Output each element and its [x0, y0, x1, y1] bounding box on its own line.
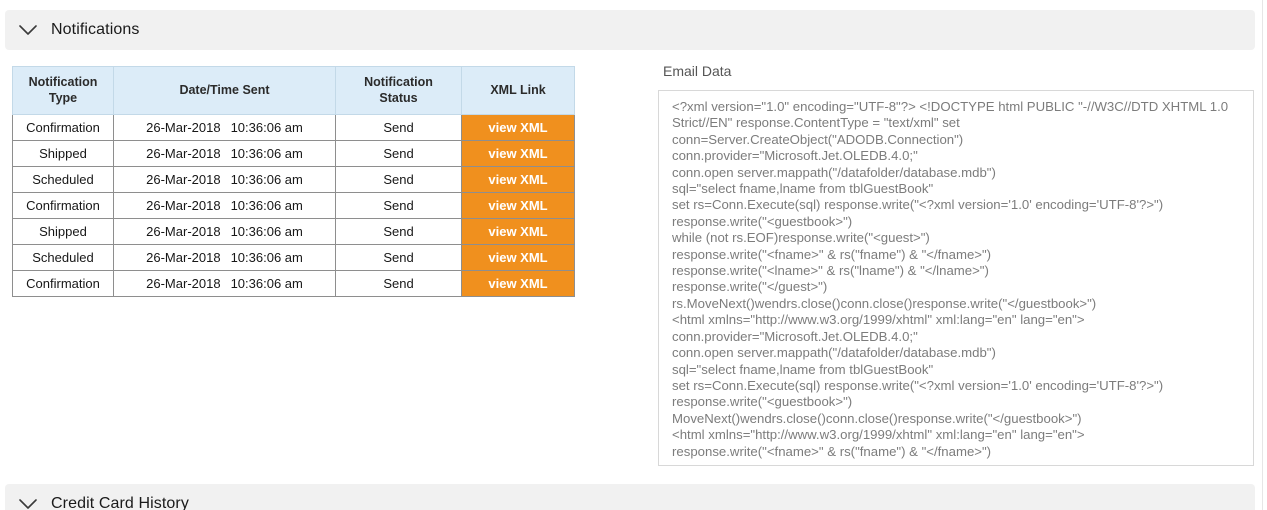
view-xml-button[interactable]: view XML — [462, 115, 574, 140]
cell-datetime-sent: 26-Mar-2018 10:36:06 am — [113, 244, 336, 271]
view-xml-button[interactable]: view XML — [462, 245, 574, 270]
cell-xml-link: view XML — [461, 218, 575, 245]
view-xml-button[interactable]: view XML — [462, 167, 574, 192]
table-row: Confirmation 26-Mar-2018 10:36:06 am Send… — [12, 270, 575, 297]
cell-notification-type: Scheduled — [12, 166, 114, 193]
column-header-notification-status: Notification Status — [335, 66, 462, 115]
column-header-line-1: Notification — [364, 74, 433, 89]
cell-xml-link: view XML — [461, 140, 575, 167]
column-header-datetime-sent: Date/Time Sent — [113, 66, 336, 115]
cell-notification-type: Confirmation — [12, 192, 114, 219]
cell-date: 26-Mar-2018 — [146, 172, 221, 187]
cell-datetime-sent: 26-Mar-2018 10:36:06 am — [113, 114, 336, 141]
cell-date: 26-Mar-2018 — [146, 250, 221, 265]
cell-time: 10:36:06 am — [230, 276, 303, 291]
email-data-label: Email Data — [663, 63, 732, 79]
cell-notification-status: Send — [335, 244, 462, 271]
cell-date: 26-Mar-2018 — [146, 198, 221, 213]
section-header-notifications[interactable]: Notifications — [5, 10, 1255, 50]
column-header-line-2: Status — [379, 90, 418, 105]
cell-notification-type: Shipped — [12, 140, 114, 167]
notifications-table-body: Confirmation 26-Mar-2018 10:36:06 am Send… — [12, 114, 575, 297]
cell-notification-status: Send — [335, 192, 462, 219]
cell-date: 26-Mar-2018 — [146, 276, 221, 291]
column-header-line-2: Type — [48, 90, 78, 105]
cell-time: 10:36:06 am — [230, 224, 303, 239]
cell-datetime-sent: 26-Mar-2018 10:36:06 am — [113, 166, 336, 193]
cell-notification-type: Scheduled — [12, 244, 114, 271]
cell-xml-link: view XML — [461, 244, 575, 271]
cell-xml-link: view XML — [461, 192, 575, 219]
section-title-notifications: Notifications — [51, 21, 140, 38]
cell-notification-status: Send — [335, 270, 462, 297]
cell-date: 26-Mar-2018 — [146, 120, 221, 135]
chevron-down-icon[interactable] — [5, 498, 51, 510]
cell-datetime-sent: 26-Mar-2018 10:36:06 am — [113, 218, 336, 245]
cell-notification-type: Confirmation — [12, 270, 114, 297]
cell-time: 10:36:06 am — [230, 250, 303, 265]
cell-time: 10:36:06 am — [230, 120, 303, 135]
cell-notification-type: Shipped — [12, 218, 114, 245]
cell-time: 10:36:06 am — [230, 172, 303, 187]
cell-notification-status: Send — [335, 114, 462, 141]
cell-xml-link: view XML — [461, 166, 575, 193]
chevron-down-icon[interactable] — [5, 24, 51, 36]
table-row: Confirmation 26-Mar-2018 10:36:06 am Send… — [12, 192, 575, 219]
notifications-table: Notification Type Date/Time Sent Notific… — [12, 66, 575, 297]
cell-notification-status: Send — [335, 166, 462, 193]
email-data-box[interactable]: <?xml version="1.0" encoding="UTF-8"?> <… — [658, 90, 1254, 466]
table-row: Scheduled 26-Mar-2018 10:36:06 am Send vi… — [12, 244, 575, 271]
cell-notification-type: Confirmation — [12, 114, 114, 141]
cell-notification-status: Send — [335, 140, 462, 167]
section-title-credit-card-history: Credit Card History — [51, 495, 189, 510]
cell-datetime-sent: 26-Mar-2018 10:36:06 am — [113, 270, 336, 297]
view-xml-button[interactable]: view XML — [462, 141, 574, 166]
view-xml-button[interactable]: view XML — [462, 271, 574, 296]
table-row: Scheduled 26-Mar-2018 10:36:06 am Send vi… — [12, 166, 575, 193]
table-row: Confirmation 26-Mar-2018 10:36:06 am Send… — [12, 114, 575, 141]
table-header-row: Notification Type Date/Time Sent Notific… — [12, 66, 575, 115]
cell-xml-link: view XML — [461, 114, 575, 141]
cell-date: 26-Mar-2018 — [146, 224, 221, 239]
cell-date: 26-Mar-2018 — [146, 146, 221, 161]
cell-time: 10:36:06 am — [230, 198, 303, 213]
column-header-notification-type: Notification Type — [12, 66, 114, 115]
cell-datetime-sent: 26-Mar-2018 10:36:06 am — [113, 192, 336, 219]
view-xml-button[interactable]: view XML — [462, 219, 574, 244]
notifications-table-wrap: Notification Type Date/Time Sent Notific… — [12, 66, 575, 297]
page-right-border — [1262, 0, 1263, 510]
view-xml-button[interactable]: view XML — [462, 193, 574, 218]
table-row: Shipped 26-Mar-2018 10:36:06 am Send view… — [12, 218, 575, 245]
column-header-xml-link: XML Link — [461, 66, 575, 115]
cell-notification-status: Send — [335, 218, 462, 245]
cell-xml-link: view XML — [461, 270, 575, 297]
email-data-content: <?xml version="1.0" encoding="UTF-8"?> <… — [672, 99, 1229, 459]
cell-time: 10:36:06 am — [230, 146, 303, 161]
section-header-credit-card-history[interactable]: Credit Card History — [5, 484, 1255, 510]
table-row: Shipped 26-Mar-2018 10:36:06 am Send view… — [12, 140, 575, 167]
column-header-line-1: Notification — [28, 74, 98, 89]
cell-datetime-sent: 26-Mar-2018 10:36:06 am — [113, 140, 336, 167]
